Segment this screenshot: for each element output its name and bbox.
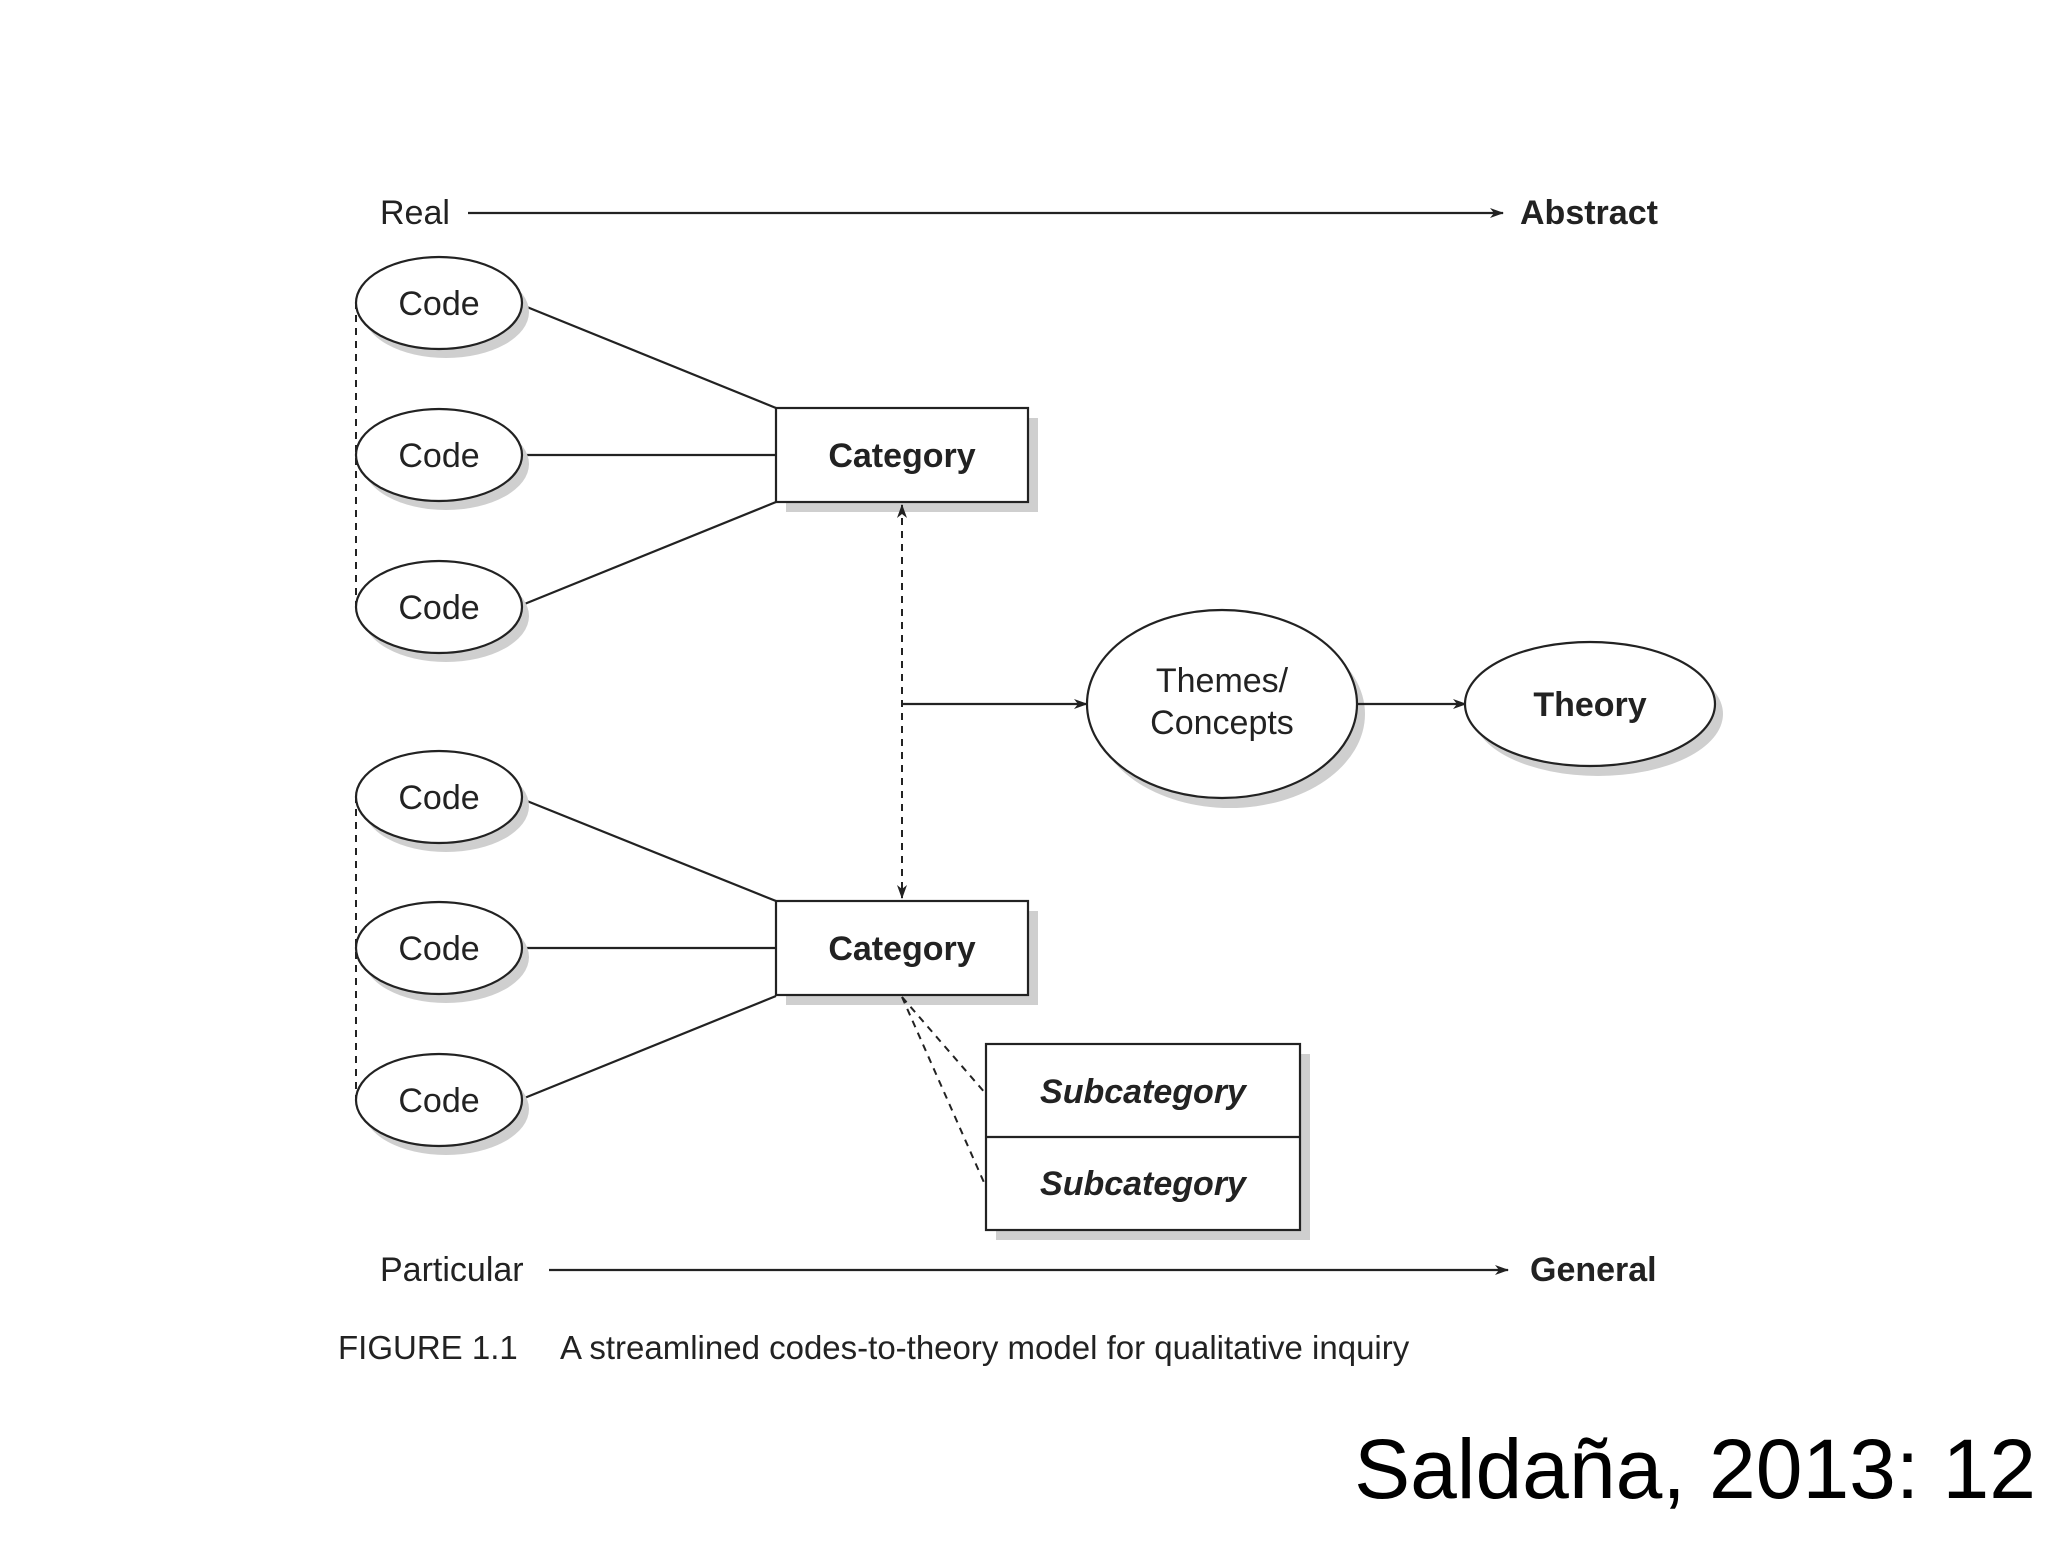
code-label: Code xyxy=(398,589,479,627)
code-node: Code xyxy=(354,559,529,662)
code-label: Code xyxy=(398,1082,479,1120)
connector-code6-category2 xyxy=(521,994,777,1101)
code-label: Code xyxy=(398,437,479,475)
figure-caption: FIGURE 1.1 A streamlined codes-to-theory… xyxy=(338,1329,1410,1366)
category-box-upper: Category xyxy=(774,406,1038,512)
concepts-label: Concepts xyxy=(1150,704,1294,742)
figure-number: FIGURE 1.1 xyxy=(338,1329,518,1366)
theory-node: Theory xyxy=(1463,640,1723,776)
code-node: Code xyxy=(354,255,529,358)
axis-label-particular: Particular xyxy=(380,1251,524,1289)
category-subcategory-dashed-2 xyxy=(901,996,987,1188)
connector-code4-category2 xyxy=(521,797,777,903)
citation: Saldaña, 2013: 12 xyxy=(1354,1422,2036,1516)
category-label: Category xyxy=(828,437,975,475)
axis-label-abstract: Abstract xyxy=(1520,194,1658,232)
code-node: Code xyxy=(354,749,529,852)
figure-caption-text: A streamlined codes-to-theory model for … xyxy=(560,1329,1410,1366)
subcategory-label: Subcategory xyxy=(1040,1073,1248,1111)
themes-label: Themes/ xyxy=(1156,662,1289,700)
real-abstract-axis: Real Abstract xyxy=(380,194,1658,232)
category-box-lower: Category xyxy=(774,899,1038,1005)
particular-general-axis: Particular General xyxy=(380,1251,1657,1289)
code-category-connectors xyxy=(521,303,777,1101)
subcategory-box: Subcategory Subcategory xyxy=(984,1042,1310,1240)
themes-concepts-node: Themes/ Concepts xyxy=(1085,608,1365,808)
theory-label: Theory xyxy=(1533,686,1646,724)
connector-code1-category1 xyxy=(521,303,777,410)
code-label: Code xyxy=(398,285,479,323)
code-node: Code xyxy=(354,900,529,1003)
axis-label-general: General xyxy=(1530,1251,1657,1289)
subcategory-label: Subcategory xyxy=(1040,1165,1248,1203)
category-label: Category xyxy=(828,930,975,968)
connector-code3-category1 xyxy=(521,500,777,607)
code-label: Code xyxy=(398,779,479,817)
code-node: Code xyxy=(354,1052,529,1155)
code-label: Code xyxy=(398,930,479,968)
code-node: Code xyxy=(354,407,529,510)
axis-label-real: Real xyxy=(380,194,450,232)
category-subcategory-dashed-1 xyxy=(901,996,987,1095)
